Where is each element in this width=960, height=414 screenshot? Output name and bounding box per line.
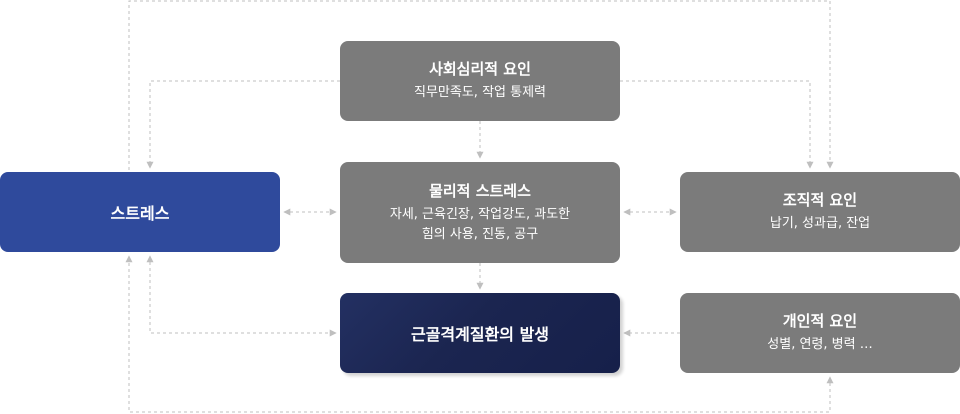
- stress-title: 스트레스: [110, 204, 170, 223]
- psychosocial-factors-title: 사회심리적 요인: [429, 60, 531, 78]
- organizational-factors-title: 조직적 요인: [782, 191, 858, 209]
- psychosocial-to-stress-arrow: [146, 80, 340, 169]
- stress-to-msd-arrow: [146, 255, 337, 337]
- individual-factors-title: 개인적 요인: [782, 312, 858, 330]
- individual-factors-box: 개인적 요인 성별, 연령, 병력 …: [680, 293, 960, 373]
- physical-stress-title: 물리적 스트레스: [429, 181, 531, 200]
- individual-factors-detail: 성별, 연령, 병력 …: [767, 337, 873, 352]
- msd-occurrence-title: 근골격계질환의 발생: [410, 325, 550, 344]
- organizational-factors-detail: 납기, 성과급, 잔업: [769, 216, 871, 231]
- individual-to-stress-bottom-arrow: [125, 255, 834, 413]
- physical-stress-box: 물리적 스트레스 자세, 근육긴장, 작업강도, 과도한 힘의 사용, 진동, …: [340, 162, 620, 263]
- stress-to-organizational-top-arrow: [128, 0, 834, 170]
- psychosocial-to-organizational-arrow: [620, 80, 814, 169]
- stress-box: 스트레스: [0, 172, 280, 252]
- physical-stress-detail-line1: 자세, 근육긴장, 작업강도, 과도한: [389, 206, 571, 222]
- psychosocial-factors-box: 사회심리적 요인 직무만족도, 작업 통제력: [340, 41, 620, 121]
- psychosocial-factors-detail: 직무만족도, 작업 통제력: [414, 85, 546, 100]
- organizational-factors-box: 조직적 요인 납기, 성과급, 잔업: [680, 172, 960, 252]
- physical-stress-detail-line2: 힘의 사용, 진동, 공구: [421, 226, 539, 242]
- msd-occurrence-box: 근골격계질환의 발생: [340, 293, 620, 373]
